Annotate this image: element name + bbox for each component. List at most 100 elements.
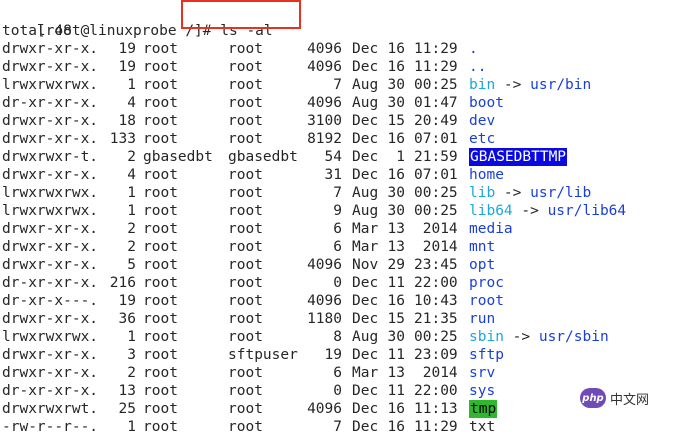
size: 4096 (307, 401, 342, 417)
time: 01:47 (414, 95, 458, 111)
day: 16 (387, 167, 405, 183)
permissions: drwxr-xr-x. (2, 239, 99, 255)
owner: root (143, 77, 178, 93)
permissions: dr-xr-x---. (2, 293, 99, 309)
symlink-arrow: -> (503, 329, 539, 345)
day: 16 (387, 59, 405, 75)
month: Mar (352, 239, 379, 255)
size: 4096 (307, 293, 342, 309)
time: 11:29 (414, 419, 458, 435)
day: 30 (387, 185, 405, 201)
month: Dec (352, 59, 379, 75)
group: gbasedbt (228, 149, 298, 165)
month: Mar (352, 221, 379, 237)
link-count: 2 (127, 221, 136, 237)
size: 8 (333, 329, 342, 345)
group: root (228, 419, 263, 435)
month: Aug (352, 185, 379, 201)
group: root (228, 239, 263, 255)
month: Aug (352, 95, 379, 111)
month: Dec (352, 113, 379, 129)
file-name: bin -> usr/bin (469, 76, 591, 94)
command-highlight-box (181, 0, 301, 29)
file-name: opt (469, 257, 496, 273)
link-count: 2 (127, 365, 136, 381)
link-count: 19 (118, 59, 136, 75)
time: 00:25 (414, 77, 458, 93)
size: 9 (333, 203, 342, 219)
month: Mar (352, 365, 379, 381)
file-name: lib -> usr/lib (469, 184, 591, 202)
month: Dec (352, 167, 379, 183)
month: Dec (352, 419, 379, 435)
permissions: lrwxrwxrwx. (2, 203, 99, 219)
time: 21:35 (414, 311, 458, 327)
permissions: dr-xr-xr-x. (2, 383, 99, 399)
month: Dec (352, 293, 379, 309)
month: Dec (352, 401, 379, 417)
month: Dec (352, 383, 379, 399)
time: 00:25 (414, 203, 458, 219)
symlink-target: usr/sbin (538, 329, 609, 345)
file-name: boot (469, 95, 504, 111)
permissions: -rw-r--r--. (2, 419, 99, 435)
file-name: sbin -> usr/sbin (469, 328, 609, 346)
symlink-name: bin (469, 77, 496, 93)
day: 15 (387, 113, 405, 129)
file-name: tmp (469, 400, 498, 418)
size: 7 (333, 77, 342, 93)
permissions: lrwxrwxrwx. (2, 77, 99, 93)
group: root (228, 95, 263, 111)
owner: root (143, 419, 178, 435)
file-name: root (469, 293, 504, 309)
day: 30 (387, 329, 405, 345)
link-count: 4 (127, 95, 136, 111)
symlink-arrow: -> (512, 203, 548, 219)
link-count: 19 (118, 41, 136, 57)
month: Dec (352, 149, 379, 165)
owner: root (143, 203, 178, 219)
day: 16 (387, 419, 405, 435)
group: root (228, 113, 263, 129)
size: 7 (333, 185, 342, 201)
owner: root (143, 275, 178, 291)
group: root (228, 257, 263, 273)
owner: root (143, 401, 178, 417)
day: 29 (387, 257, 405, 273)
symlink-name: sbin (469, 329, 504, 345)
size: 7 (333, 419, 342, 435)
owner: root (143, 95, 178, 111)
time: 21:59 (414, 149, 458, 165)
day: 1 (396, 149, 405, 165)
link-count: 1 (127, 329, 136, 345)
size: 19 (324, 347, 342, 363)
link-count: 13 (118, 383, 136, 399)
link-count: 3 (127, 347, 136, 363)
link-count: 1 (127, 203, 136, 219)
time: 11:29 (414, 59, 458, 75)
month: Aug (352, 203, 379, 219)
time: 22:00 (414, 275, 458, 291)
group: root (228, 293, 263, 309)
group: root (228, 77, 263, 93)
day: 30 (387, 77, 405, 93)
permissions: lrwxrwxrwx. (2, 185, 99, 201)
owner: root (143, 113, 178, 129)
month: Dec (352, 41, 379, 57)
permissions: lrwxrwxrwx. (2, 329, 99, 345)
permissions: drwxr-xr-x. (2, 41, 99, 57)
owner: root (143, 41, 178, 57)
time: 2014 (414, 365, 458, 381)
file-name: etc (469, 131, 496, 147)
